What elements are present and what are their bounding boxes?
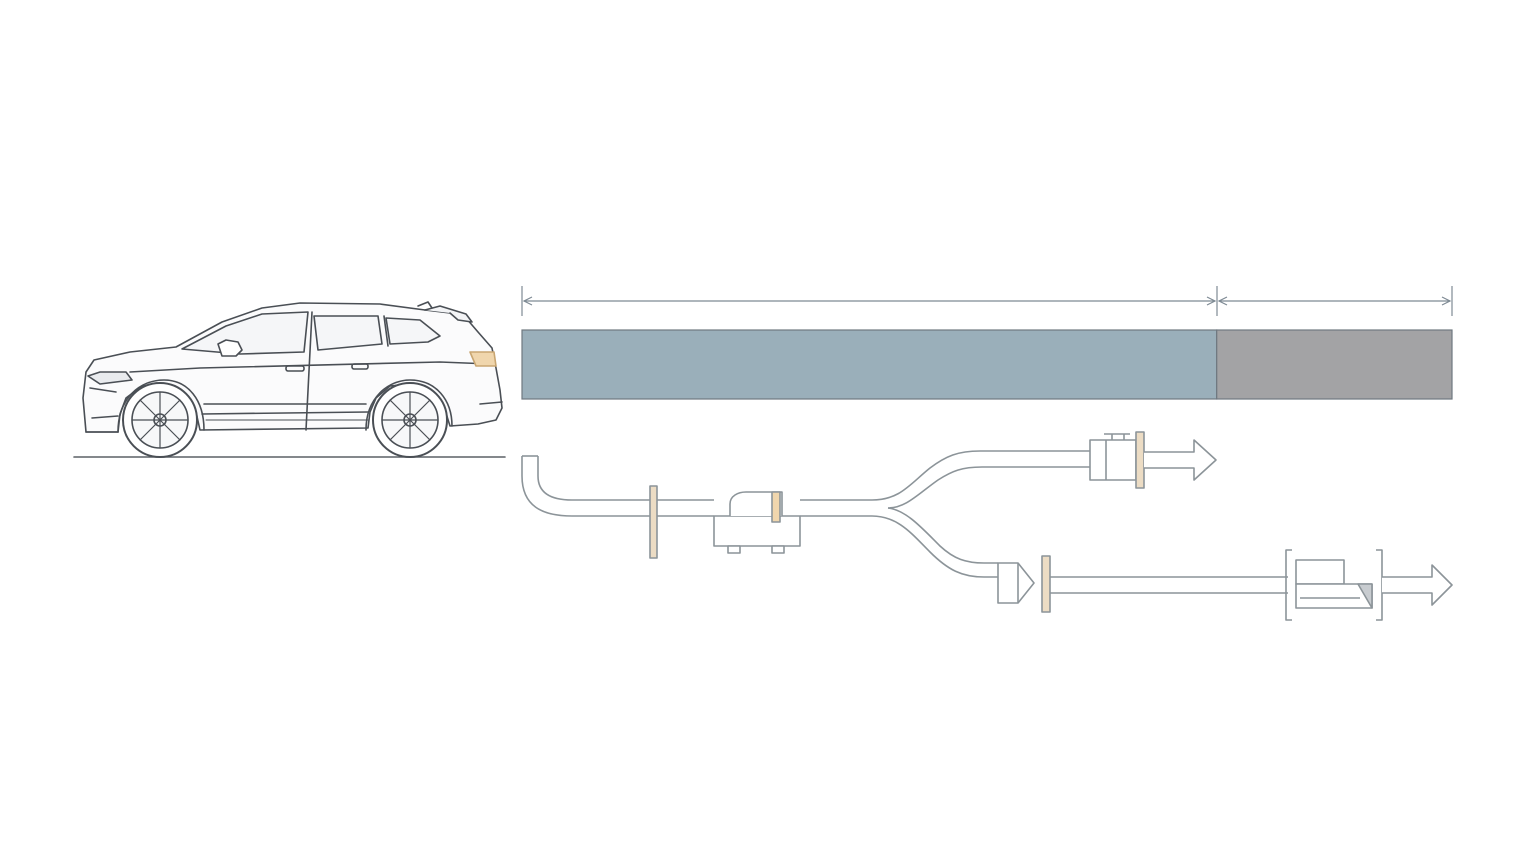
valve-body-icon <box>713 491 801 554</box>
dimension-lines <box>521 286 1453 316</box>
windshield <box>181 311 309 355</box>
filter-box-icon <box>1285 549 1383 621</box>
roof-spoiler <box>424 305 473 323</box>
outlet-arrow-icon <box>1144 439 1217 481</box>
front-door-window <box>313 315 383 351</box>
rear-wheel <box>372 382 448 458</box>
proportion-bar <box>521 329 1453 400</box>
proportion-bar-segment-1 <box>521 329 1218 400</box>
upper-branch-pipe <box>871 450 1090 501</box>
flange-icon <box>649 485 658 559</box>
dimension-line-segment-1 <box>522 296 1217 306</box>
front-wheel <box>122 382 198 458</box>
car-side-icon <box>73 301 506 458</box>
inlet-pipe <box>521 456 650 517</box>
outlet-arrow-icon <box>1382 564 1453 606</box>
lower-branch-pipe <box>871 515 998 578</box>
tail-light <box>469 351 497 367</box>
nozzle-fitting-icon <box>997 555 1051 613</box>
side-mirror <box>217 339 243 357</box>
proportion-bar-segment-2 <box>1216 329 1453 400</box>
rear-window <box>385 317 441 345</box>
dimension-line-segment-2 <box>1217 296 1452 306</box>
cap-fitting-icon <box>1089 431 1145 489</box>
flow-schematic <box>521 431 1453 621</box>
